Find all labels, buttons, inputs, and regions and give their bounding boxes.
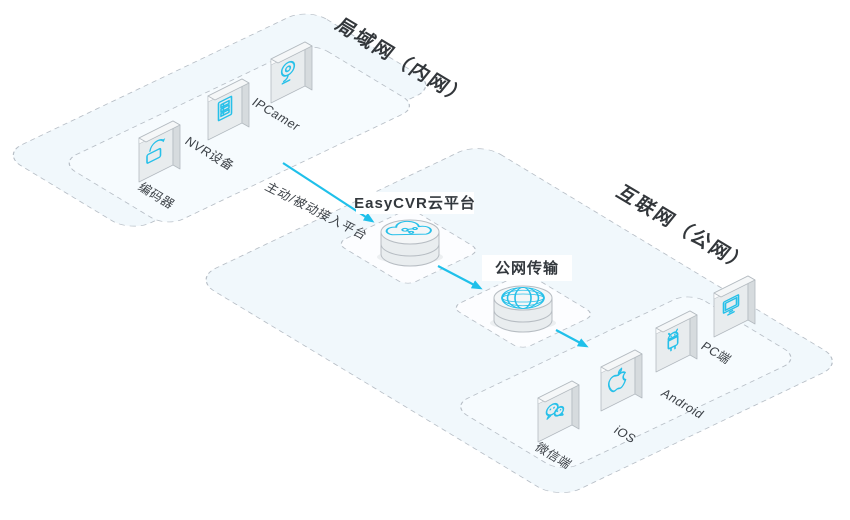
arrow-easycvr-to-transport: [437, 265, 483, 290]
easycvr-tag-box: [356, 192, 474, 214]
transport-tag-box: [482, 255, 572, 281]
cloud-icon: [385, 220, 432, 236]
transport-tag: 公网传输: [482, 255, 572, 281]
easycvr-tag: EasyCVR云平台: [354, 192, 476, 214]
easycvr-node: [377, 219, 443, 267]
arrow-transport-to-clients: [555, 329, 589, 348]
lan-inner-boundary: [68, 46, 410, 223]
easycvr-tag-label: EasyCVR云平台: [354, 194, 476, 212]
transport-tag-label: 公网传输: [495, 259, 559, 277]
transport-node: [490, 285, 556, 333]
globe-icon: [501, 287, 545, 309]
